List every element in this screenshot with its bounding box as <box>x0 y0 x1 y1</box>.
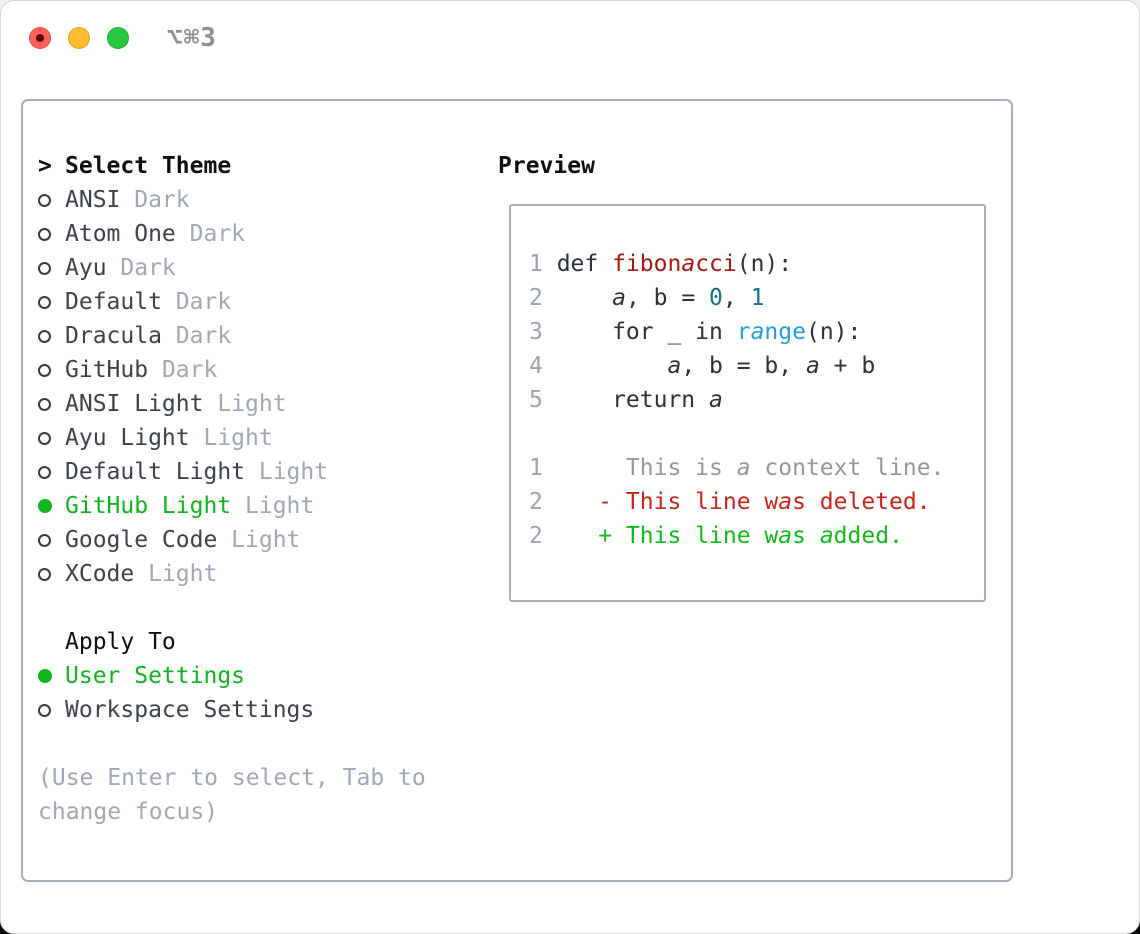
theme-variant-label: Dark <box>134 187 190 213</box>
theme-variant-label: Dark <box>120 255 176 281</box>
code-line: 2 a, b = 0, 1 <box>529 285 765 311</box>
help-text-line-2: change focus) <box>38 799 219 825</box>
theme-option[interactable]: Atom One Dark <box>38 217 483 251</box>
radio-icon <box>38 261 51 275</box>
theme-name: Google Code <box>65 527 218 553</box>
theme-variant-label: Dark <box>175 323 232 349</box>
radio-icon <box>38 363 51 377</box>
radio-icon <box>38 431 51 445</box>
theme-name: Ayu <box>65 255 107 281</box>
code-line: 5 return a <box>529 387 723 413</box>
theme-variant-label: Dark <box>161 357 218 383</box>
radio-icon <box>38 193 51 207</box>
theme-option[interactable]: GitHub Dark <box>38 353 483 387</box>
code-line: 1 This is a context line. <box>529 455 945 481</box>
keyboard-shortcut-label: ⌥⌘3 <box>167 23 217 53</box>
spacer <box>38 591 483 625</box>
theme-name: Ayu Light <box>65 425 190 451</box>
prompt-chevron-icon: > <box>38 153 52 179</box>
theme-option[interactable]: Ayu Dark <box>38 251 483 285</box>
radio-icon <box>38 329 51 343</box>
code-line: 2 - This line was deleted. <box>529 489 931 515</box>
theme-variant-label: Light <box>148 561 218 587</box>
theme-option[interactable]: Default Dark <box>38 285 483 319</box>
theme-variant-label: Light <box>203 425 273 451</box>
radio-icon <box>38 567 51 581</box>
apply-to-option-label: User Settings <box>65 663 246 689</box>
theme-variant-label: Dark <box>189 221 246 247</box>
code-line: 2 + This line was added. <box>529 523 903 549</box>
theme-selector-panel: > Select Theme ANSI Dark Atom One Dark A… <box>21 99 1013 882</box>
help-text-line-1: (Use Enter to select, Tab to <box>38 765 426 791</box>
theme-variant-label: Dark <box>175 289 232 315</box>
theme-option[interactable]: Ayu Light Light <box>38 421 483 455</box>
apply-to-option[interactable]: Workspace Settings <box>38 693 483 727</box>
theme-name: ANSI <box>65 187 121 213</box>
close-button[interactable] <box>29 27 51 49</box>
apply-to-option[interactable]: User Settings <box>38 659 483 693</box>
select-theme-title: Select Theme <box>65 153 232 179</box>
radio-selected-icon <box>38 499 52 513</box>
theme-variant-label: Light <box>217 391 287 417</box>
apply-to-list: User Settings Workspace Settings <box>38 659 483 727</box>
theme-name: ANSI Light <box>65 391 204 417</box>
theme-variant-label: Light <box>245 493 315 519</box>
select-theme-header: > Select Theme <box>38 149 483 183</box>
theme-name: GitHub <box>65 357 149 383</box>
code-line <box>529 417 984 451</box>
theme-option[interactable]: Default Light Light <box>38 455 483 489</box>
traffic-lights <box>29 27 146 49</box>
radio-icon <box>38 295 51 309</box>
theme-name: Atom One <box>65 221 176 247</box>
theme-variant-label: Light <box>258 459 329 485</box>
theme-option[interactable]: GitHub Light Light <box>38 489 483 523</box>
close-dot-icon <box>36 34 44 42</box>
radio-icon <box>38 703 51 717</box>
theme-name: Default <box>65 289 162 315</box>
theme-name: Dracula <box>65 323 162 349</box>
zoom-button[interactable] <box>107 27 129 49</box>
theme-name: Default Light <box>65 459 246 485</box>
apply-to-option-label: Workspace Settings <box>65 697 315 723</box>
radio-selected-icon <box>38 669 52 683</box>
theme-option[interactable]: XCode Light <box>38 557 483 591</box>
code-line: 3 for _ in range(n): <box>529 319 862 345</box>
theme-column: > Select Theme ANSI Dark Atom One Dark A… <box>38 149 483 829</box>
radio-icon <box>38 227 51 241</box>
spacer <box>38 727 483 761</box>
theme-option[interactable]: Google Code Light <box>38 523 483 557</box>
preview-title: Preview <box>498 153 595 179</box>
radio-icon <box>38 397 51 411</box>
radio-icon <box>38 465 51 479</box>
theme-name: GitHub Light <box>65 493 232 519</box>
radio-icon <box>38 533 51 547</box>
theme-list: ANSI Dark Atom One Dark Ayu Dark Default… <box>38 183 483 591</box>
theme-option[interactable]: ANSI Dark <box>38 183 483 217</box>
theme-option[interactable]: Dracula Dark <box>38 319 483 353</box>
theme-variant-label: Light <box>231 527 301 553</box>
theme-name: XCode <box>65 561 135 587</box>
theme-option[interactable]: ANSI Light Light <box>38 387 483 421</box>
code-line: 4 a, b = b, a + b <box>529 353 876 379</box>
minimize-button[interactable] <box>68 27 90 49</box>
titlebar: ⌥⌘3 <box>1 1 1139 73</box>
apply-to-header: Apply To <box>65 629 176 655</box>
